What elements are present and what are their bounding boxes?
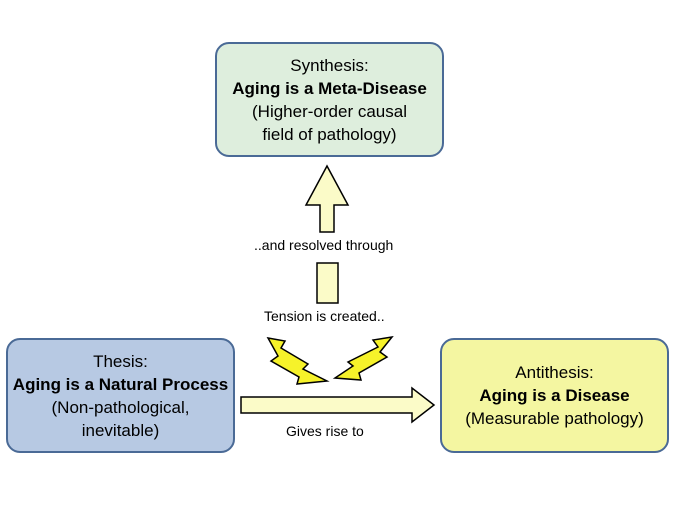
thesis-title: Aging is a Natural Process — [12, 374, 229, 394]
thesis-heading: Thesis: — [93, 351, 148, 371]
antithesis-title: Aging is a Disease — [479, 386, 630, 405]
thesis-box: Thesis: Aging is a Natural Process (Non-… — [6, 338, 235, 453]
thesis-line-2: inevitable) — [81, 420, 160, 440]
up-arrow-shaft — [316, 262, 339, 304]
lightning-bolt-right-icon — [332, 335, 394, 381]
synthesis-box: Synthesis: Aging is a Meta-Disease (High… — [215, 42, 444, 157]
resolved-through-label: ..and resolved through — [254, 237, 394, 253]
right-arrow — [240, 386, 436, 424]
gives-rise-to-label: Gives rise to — [286, 423, 364, 439]
tension-created-label: Tension is created.. — [264, 308, 385, 324]
up-arrow — [304, 164, 350, 233]
antithesis-line-1: (Measurable pathology) — [465, 409, 644, 428]
antithesis-heading: Antithesis: — [515, 363, 594, 382]
lightning-bolt-left-icon — [266, 336, 330, 385]
thesis-line-1: (Non-pathological, — [51, 397, 190, 417]
synthesis-heading: Synthesis: — [290, 55, 369, 75]
synthesis-title: Aging is a Meta-Disease — [232, 78, 427, 98]
antithesis-box: Antithesis: Aging is a Disease (Measurab… — [440, 338, 669, 453]
synthesis-line-1: (Higher-order causal — [252, 101, 407, 121]
synthesis-line-2: field of pathology) — [262, 124, 397, 144]
